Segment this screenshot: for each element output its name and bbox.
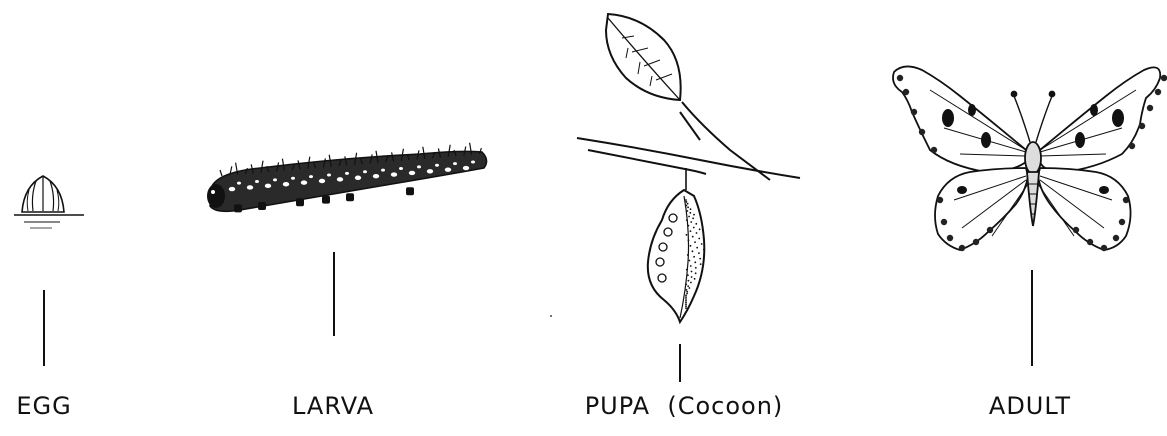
ink-speck [550,315,552,317]
egg-label: EGG [16,392,71,420]
adult-illustration [893,66,1167,251]
pupa-label: PUPA (Cocoon) [585,392,784,420]
adult-label: ADULT [989,392,1071,420]
larva-label: LARVA [292,392,374,420]
pupa-illustration [577,14,800,322]
egg-illustration [14,176,84,228]
larva-illustration [207,143,487,213]
